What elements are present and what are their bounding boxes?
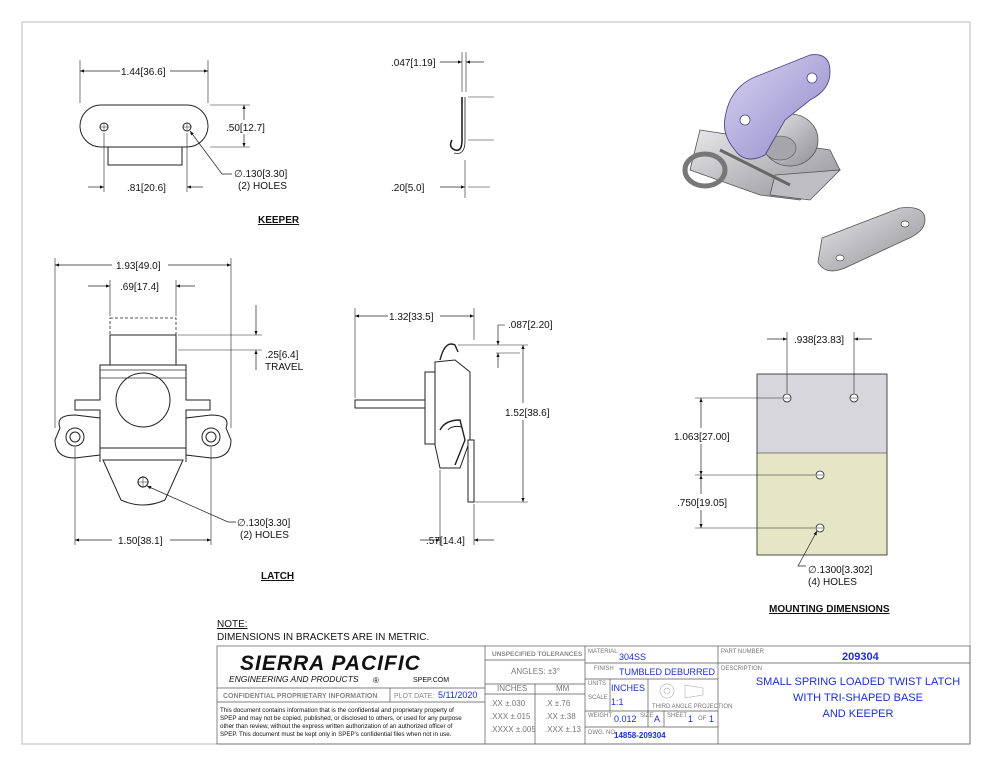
plot-date: 5/11/2020 xyxy=(438,690,477,700)
title-block xyxy=(216,645,971,745)
part-number-label: PART NUMBER xyxy=(721,649,765,655)
latch-travel-label: TRAVEL xyxy=(265,362,304,373)
sheet-value: 1 xyxy=(688,714,693,724)
note-text: DIMENSIONS IN BRACKETS ARE IN METRIC. xyxy=(217,632,429,643)
tol-row-3-in: .XXXX ±.005 xyxy=(490,725,536,734)
tol-row-1-in: .XX ±.030 xyxy=(490,699,526,708)
finish-value: TUMBLED DEBURRED xyxy=(619,667,716,677)
tol-row-1-mm: .X ±.76 xyxy=(545,699,571,708)
confidential-line-1: This document contains information that … xyxy=(220,707,454,714)
keeper-hole-count: (2) HOLES xyxy=(238,181,287,192)
mounting-v1-dim: 1.063[27.00] xyxy=(674,432,730,443)
weight-value: 0.012 xyxy=(614,714,637,724)
latch-hole-count: (2) HOLES xyxy=(240,530,289,541)
tol-row-2-in: .XXX ±.015 xyxy=(490,712,531,721)
units-value: INCHES xyxy=(611,683,645,693)
mounting-pattern xyxy=(695,332,888,567)
plot-date-label: PLOT DATE: xyxy=(394,693,434,700)
mounting-label: MOUNTING DIMENSIONS xyxy=(769,604,890,615)
part-number: 209304 xyxy=(842,651,880,663)
latch-slot-width-dim: .69[17.4] xyxy=(120,282,159,293)
description-label: DESCRIPTION xyxy=(721,666,762,672)
description-line-1: SMALL SPRING LOADED TWIST LATCH xyxy=(756,676,960,688)
latch-hole-dim: ∅.130[3.30] xyxy=(237,518,290,529)
description-line-2: WITH TRI-SHAPED BASE xyxy=(793,692,923,704)
mounting-spacing-dim: .938[23.83] xyxy=(794,335,844,346)
keeper-height-dim: .50[12.7] xyxy=(226,123,265,134)
mounting-hole-dim: ∅.1300[3.302] xyxy=(808,565,873,576)
mm-col-label: MM xyxy=(556,684,570,693)
inches-col-label: INCHES xyxy=(497,684,527,693)
keeper-top-view xyxy=(79,60,250,192)
confidential-line-4: SPEP. This document must be kept only in… xyxy=(220,731,452,738)
company-subtitle: ENGINEERING AND PRODUCTS xyxy=(229,674,359,684)
isometric-render xyxy=(682,54,926,272)
dwg-number: 14858-209304 xyxy=(614,731,666,740)
scale-value: 1:1 xyxy=(611,697,624,707)
latch-front-view xyxy=(54,258,262,545)
registered-mark: ® xyxy=(373,676,379,685)
tolerances-heading: UNSPECIFIED TOLERANCES xyxy=(492,651,583,658)
angles-tolerance: ANGLES: ±3° xyxy=(511,667,560,676)
keeper-thickness-dim: .047[1.19] xyxy=(391,58,436,69)
mounting-upper-region xyxy=(757,374,887,453)
scale-label: SCALE xyxy=(588,695,608,701)
company-name: SIERRA PACIFIC xyxy=(240,652,421,675)
sheet-total: 1 xyxy=(709,714,714,724)
units-label: UNITS xyxy=(588,681,606,687)
latch-side-view xyxy=(354,308,528,545)
projection-label: THIRD ANGLE PROJECTION xyxy=(652,704,732,710)
tol-row-2-mm: .XX ±.38 xyxy=(545,712,576,721)
confidential-line-3: other than review, without the express w… xyxy=(220,723,453,730)
material-value: 304SS xyxy=(619,652,646,662)
finish-label: FINISH xyxy=(594,666,614,672)
keeper-hole-spacing-dim: .81[20.6] xyxy=(127,183,166,194)
latch-base-width-dim: 1.50[38.1] xyxy=(118,536,163,547)
sheet-label: SHEET xyxy=(667,713,687,719)
latch-side-height-dim: 1.52[38.6] xyxy=(505,408,550,419)
mounting-v2-dim: .750[19.05] xyxy=(677,498,727,509)
of-label: OF xyxy=(698,716,707,722)
latch-label: LATCH xyxy=(261,571,294,582)
latch-side-width-dim: 1.32[33.5] xyxy=(389,312,434,323)
mounting-lower-region xyxy=(757,453,887,555)
mounting-hole-count: (4) HOLES xyxy=(808,577,857,588)
tol-row-3-mm: .XXX ±.13 xyxy=(545,725,582,734)
keeper-side-height-dim: .20[5.0] xyxy=(391,183,425,194)
confidential-line-2: SPEP and may not be copied, published, o… xyxy=(220,715,462,722)
latch-overall-width-dim: 1.93[49.0] xyxy=(116,261,161,272)
material-label: MATERIAL xyxy=(588,649,618,655)
third-angle-projection-icon xyxy=(659,683,704,699)
size-value: A xyxy=(654,714,660,724)
description-line-3: AND KEEPER xyxy=(823,708,894,720)
latch-base-depth-dim: .57[14.4] xyxy=(426,536,465,547)
keeper-hole-dim: ∅.130[3.30] xyxy=(234,169,287,180)
keeper-side-view xyxy=(440,52,494,198)
confidential-heading: CONFIDENTIAL PROPRIETARY INFORMATION xyxy=(223,693,377,700)
latch-lip-dim: .087[2.20] xyxy=(508,320,553,331)
keeper-label: KEEPER xyxy=(258,215,300,226)
company-website: SPEP.COM xyxy=(413,677,449,684)
keeper-width-dim: 1.44[36.6] xyxy=(121,67,166,78)
dwg-label: DWG. NO. xyxy=(588,730,617,736)
weight-label: WEIGHT xyxy=(588,713,612,719)
size-label: SIZE xyxy=(640,713,653,719)
note-heading: NOTE: xyxy=(217,619,248,630)
latch-travel-dim: .25[6.4] xyxy=(265,350,299,361)
